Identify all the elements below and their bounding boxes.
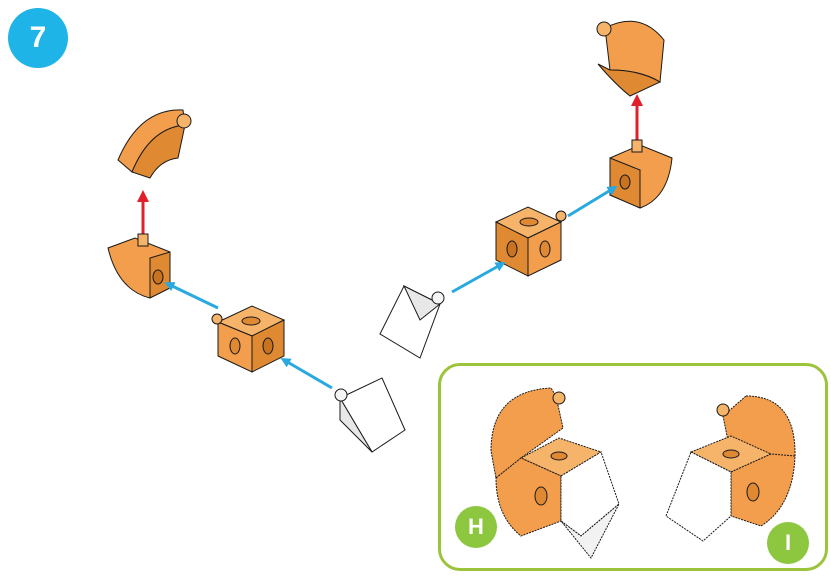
curved-block-right-top xyxy=(596,20,665,97)
curved-cube-right xyxy=(609,139,673,209)
arrow-right-1 xyxy=(567,185,618,218)
step-number-badge: 7 xyxy=(8,8,68,68)
arrow-left-2 xyxy=(280,357,333,390)
inset-panel xyxy=(438,363,828,571)
arrow-left-1 xyxy=(164,282,219,310)
label-badge-h: H xyxy=(455,506,497,548)
label-h: H xyxy=(468,514,484,539)
wedge-right xyxy=(379,284,445,359)
curved-cube-left xyxy=(107,233,171,299)
cube-right xyxy=(494,206,567,277)
assembly-i xyxy=(665,395,796,542)
cube-left xyxy=(211,305,286,373)
inset-diagram xyxy=(490,387,796,559)
arrow-right-2 xyxy=(451,262,506,294)
curved-block-left-top xyxy=(117,109,192,179)
label-i: I xyxy=(784,530,792,555)
label-badge-i: I xyxy=(767,522,809,564)
wedge-left xyxy=(334,377,406,453)
step-number: 7 xyxy=(29,21,47,54)
assembly-h xyxy=(490,387,620,559)
